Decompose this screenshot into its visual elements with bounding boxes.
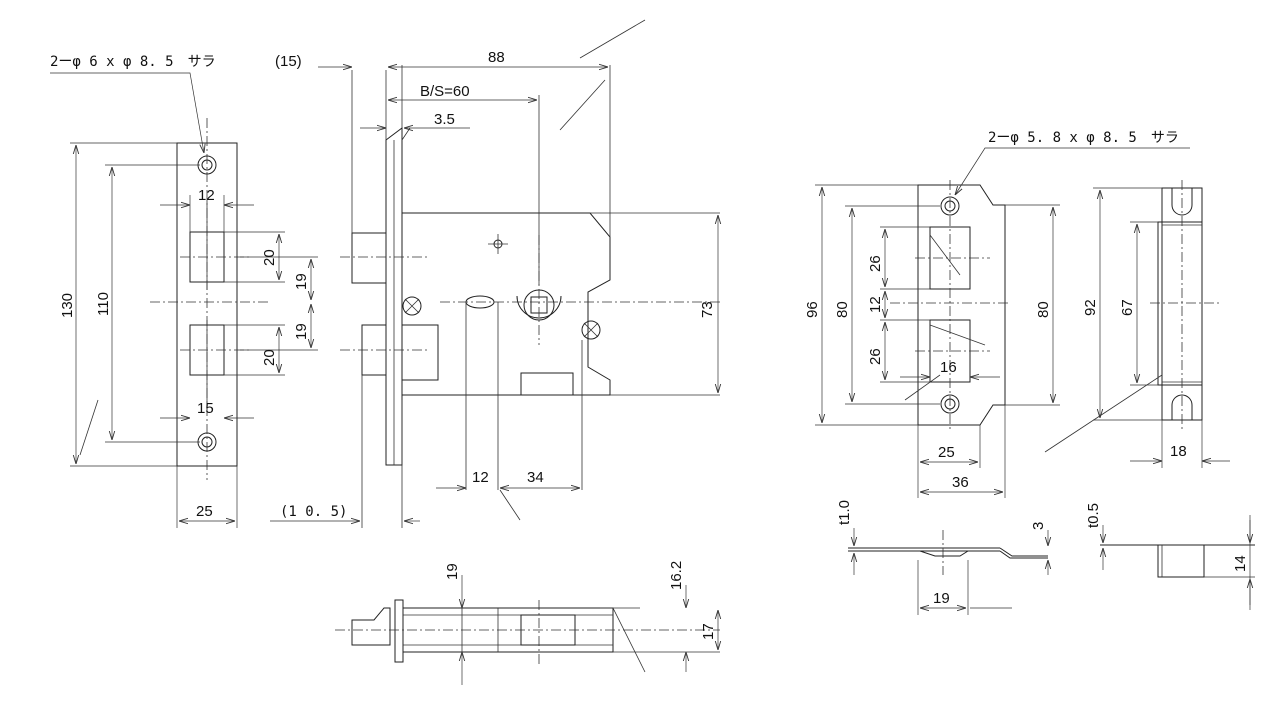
dim-3-5: 3.5 bbox=[434, 111, 455, 128]
dim-18: 18 bbox=[1170, 443, 1187, 460]
dim-10-5-paren: (1 0. 5) bbox=[280, 504, 347, 520]
dim-80-right: 80 bbox=[1035, 301, 1052, 318]
dim-34: 34 bbox=[527, 469, 544, 486]
dim-88: 88 bbox=[488, 49, 505, 66]
lock-body-side-view bbox=[340, 19, 720, 528]
strike-plate-edge-view bbox=[848, 530, 1048, 575]
dim-73: 73 bbox=[699, 301, 716, 318]
dim-16: 16 bbox=[940, 359, 957, 376]
dim-25-right: 25 bbox=[938, 444, 955, 461]
dim-t1-0: t1.0 bbox=[836, 500, 853, 525]
dim-12-slot: 12 bbox=[472, 469, 489, 486]
dim-19-top: 19 bbox=[293, 273, 310, 290]
dim-backset-60: B/S=60 bbox=[420, 83, 470, 100]
dim-26-top: 26 bbox=[867, 255, 884, 272]
dim-20-bottom: 20 bbox=[261, 349, 278, 366]
strike-box-side-view bbox=[1044, 180, 1220, 453]
dim-20-top: 20 bbox=[261, 249, 278, 266]
dim-19-edge: 19 bbox=[933, 590, 950, 607]
dim-12-top: 12 bbox=[198, 187, 215, 204]
strike-box-edge-dimensions: t0.5 14 bbox=[1085, 503, 1250, 610]
dim-26-bottom: 26 bbox=[867, 348, 884, 365]
lock-top-view-dimensions: 19 16.2 17 bbox=[444, 561, 718, 685]
dim-92: 92 bbox=[1082, 299, 1099, 316]
dim-t0-5: t0.5 bbox=[1085, 503, 1102, 528]
dim-15-paren: (15) bbox=[275, 53, 302, 70]
dim-16-2: 16.2 bbox=[668, 561, 685, 590]
strike-plate-front-view bbox=[150, 118, 270, 480]
dim-25-left: 25 bbox=[196, 503, 213, 520]
dim-3: 3 bbox=[1030, 522, 1047, 530]
dim-130: 130 bbox=[59, 293, 76, 318]
strike-edge-dimensions: t1.0 3 19 bbox=[836, 500, 1048, 615]
dim-15: 15 bbox=[197, 400, 214, 417]
strike-front-dimensions: 2ーφ 5. 8 x φ 8. 5 サラ 96 80 26 12 26 16 8… bbox=[804, 130, 1190, 498]
dim-19-bottom: 19 bbox=[293, 323, 310, 340]
dim-36: 36 bbox=[952, 474, 969, 491]
dim-110: 110 bbox=[95, 292, 112, 316]
lock-body-top-view bbox=[335, 599, 720, 673]
strike-box-edge-view bbox=[1100, 544, 1255, 578]
screw-spec-right: 2ーφ 5. 8 x φ 8. 5 サラ bbox=[988, 130, 1179, 146]
lock-body-dimensions: (15) 88 B/S=60 3.5 73 12 34 (1 0. 5) bbox=[270, 49, 718, 521]
dim-14: 14 bbox=[1232, 555, 1249, 572]
dim-67: 67 bbox=[1119, 299, 1136, 316]
strike-plate-dimensions: 2ーφ 6 x φ 8. 5 サラ 130 110 12 20 19 19 20 bbox=[50, 54, 318, 528]
dim-96: 96 bbox=[804, 301, 821, 318]
screw-spec-left: 2ーφ 6 x φ 8. 5 サラ bbox=[50, 54, 216, 70]
strike-box-dimensions: 92 67 18 bbox=[1082, 187, 1230, 468]
dim-17: 17 bbox=[700, 623, 717, 640]
dim-12-right: 12 bbox=[867, 296, 884, 313]
dim-19-top-view: 19 bbox=[444, 563, 461, 580]
dim-80-left: 80 bbox=[834, 301, 851, 318]
